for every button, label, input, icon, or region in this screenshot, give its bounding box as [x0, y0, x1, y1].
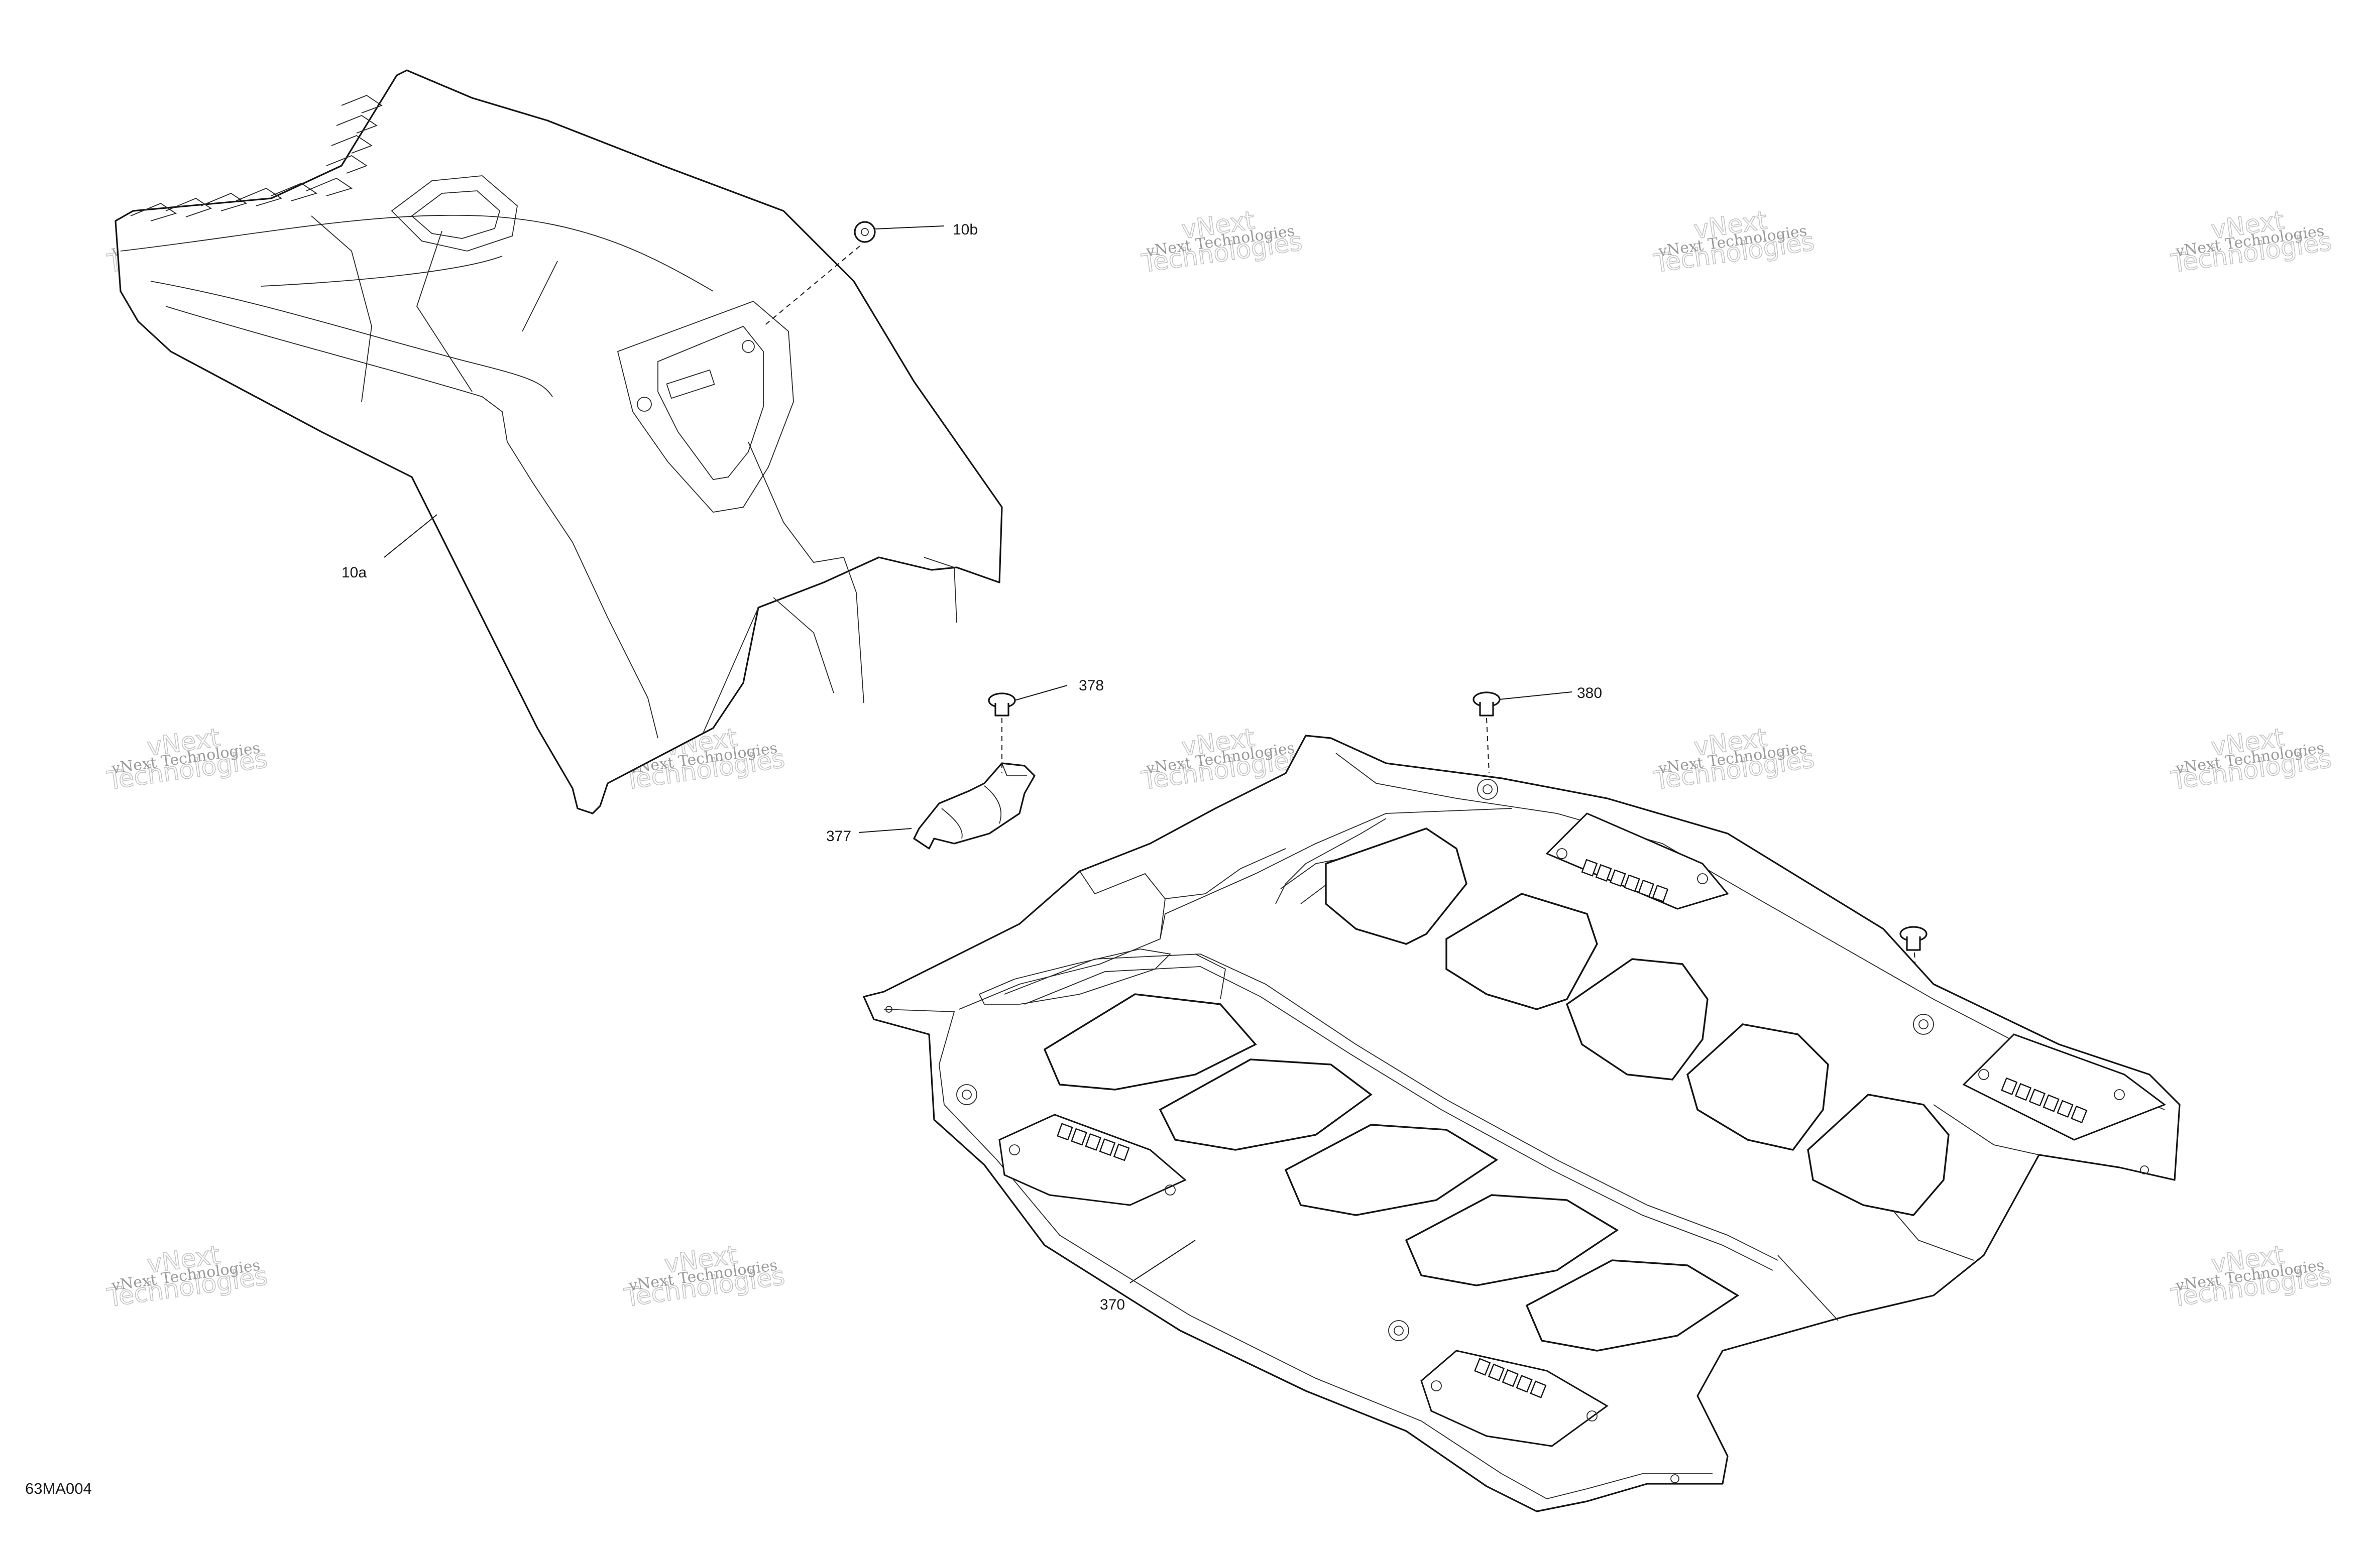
callout-10a: 10a	[342, 564, 367, 581]
skid-plate-mount-holes	[885, 779, 2149, 1483]
callout-380: 380	[1577, 685, 1602, 701]
callout-10b: 10b	[953, 221, 978, 238]
callout-labels: 10b 10a 377 378 380 370	[342, 221, 1602, 1313]
callout-377: 377	[826, 828, 851, 845]
callout-370: 370	[1100, 1296, 1125, 1313]
fastener-10b	[763, 221, 876, 327]
callout-378: 378	[1079, 677, 1104, 694]
skid-plate-pads-row-a	[1325, 827, 1950, 1216]
fastener-378	[988, 692, 1016, 773]
part-10a-body-panel	[115, 69, 1003, 814]
fastener-right	[1899, 926, 1928, 1010]
part-370-skid-plate	[863, 735, 2181, 1512]
diagram-code: 63MA004	[25, 1480, 92, 1497]
skid-plate-logo-badges	[998, 812, 2167, 1447]
skid-plate-pads-row-b	[1043, 993, 1740, 1352]
rear-grille-ribs	[130, 94, 383, 221]
part-377-bracket	[913, 762, 1036, 850]
fastener-380	[1472, 691, 1501, 774]
leader-lines	[384, 225, 1572, 1283]
